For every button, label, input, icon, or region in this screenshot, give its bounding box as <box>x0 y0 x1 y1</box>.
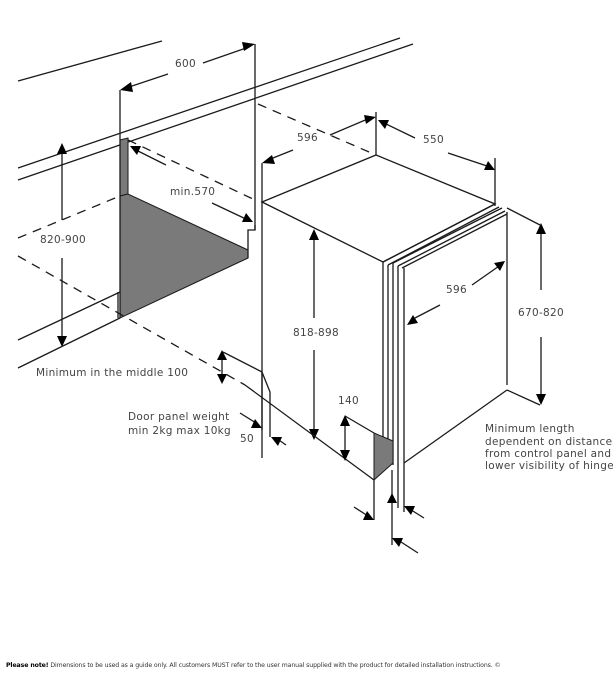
arrow-596-left <box>262 155 275 164</box>
label-596-width: 596 <box>297 132 318 144</box>
plinth-step-right <box>261 371 271 437</box>
floor-dashed-back <box>17 195 121 239</box>
appliance-top-dashed <box>257 103 377 156</box>
arrow-570-left <box>130 146 141 155</box>
arrow-door-left <box>407 315 418 325</box>
arrow-100-down <box>217 374 227 384</box>
dim-600-line-left <box>125 73 169 89</box>
plinth-140-top <box>344 415 375 434</box>
arrow-bottom-4 <box>392 538 403 547</box>
label-550: 550 <box>423 134 444 146</box>
wall-cabinet-edge <box>17 40 163 82</box>
arrow-818-up <box>309 229 319 240</box>
label-670-820: 670-820 <box>518 307 564 319</box>
dim-670-bottom-ext <box>506 389 541 406</box>
arrow-570-right <box>242 213 253 222</box>
arrow-door-right <box>494 261 505 271</box>
floor-front-line <box>244 384 375 481</box>
dim-570-line-left <box>135 149 167 166</box>
label-600: 600 <box>175 58 196 70</box>
label-door-weight-1: Door panel weight <box>128 411 230 423</box>
arrow-818-down <box>309 429 319 440</box>
label-door-weight-2: min 2kg max 10kg <box>128 425 231 437</box>
door-bottom-edge <box>403 389 508 464</box>
plinth-line-top <box>17 291 121 341</box>
label-818-898: 818-898 <box>293 327 339 339</box>
dim-bottom-line-4 <box>397 539 419 554</box>
arrow-50-right <box>271 437 282 446</box>
label-50: 50 <box>240 433 254 445</box>
arrow-550-right <box>484 161 495 170</box>
dim-door-line-left <box>414 304 441 319</box>
arrow-50-left <box>251 419 262 428</box>
door-edge-3 <box>392 207 503 264</box>
arrow-600-left <box>120 82 133 92</box>
footer-emphasis: Please note! <box>6 662 49 669</box>
arrow-bottom-3 <box>404 506 415 515</box>
dim-550-line-left <box>381 121 416 139</box>
cavity-floor <box>119 193 249 319</box>
arrow-550-left <box>378 120 389 129</box>
door-edge-1 <box>382 203 496 263</box>
arrow-596-right <box>364 115 376 124</box>
arrow-600-right <box>242 42 255 51</box>
dim-670-top-ext <box>506 207 541 226</box>
arrow-100-up <box>217 350 227 360</box>
worktop-edge-top <box>17 37 401 169</box>
label-596-door: 596 <box>446 284 467 296</box>
label-140: 140 <box>338 395 359 407</box>
dim-570-line-right <box>211 202 249 221</box>
floor-dashed-front <box>17 255 246 386</box>
plinth-top-left <box>222 351 263 373</box>
dim-600-line-right <box>202 46 250 64</box>
door-edge-4 <box>397 210 506 267</box>
cavity-top-dashed <box>127 139 256 201</box>
dim-50-line-left <box>239 412 257 424</box>
footer-text: Dimensions to be used as a guide only. A… <box>50 662 501 669</box>
cavity-left-wall <box>119 137 129 197</box>
label-820-900: 820-900 <box>40 234 86 246</box>
worktop-edge-bottom <box>17 43 414 181</box>
door-edge-5 <box>401 213 508 269</box>
dim-550-line-right <box>447 152 491 168</box>
appliance-top <box>260 154 497 263</box>
label-min-length-2: dependent on distance <box>485 436 612 448</box>
label-min-length-1: Minimum length <box>485 423 575 435</box>
plinth-line-bottom <box>17 317 121 369</box>
door-edge-2 <box>387 206 500 266</box>
arrow-bottom-1 <box>363 511 374 520</box>
arrow-bottom-2 <box>387 493 397 503</box>
arrow-670-down <box>536 394 546 405</box>
cavity-back-step <box>247 225 256 258</box>
footer-note: Please note! Dimensions to be used as a … <box>6 662 501 669</box>
arrow-670-up <box>536 223 546 234</box>
plinth-shaded <box>373 432 394 482</box>
label-min-length-3: from control panel and <box>485 448 611 460</box>
label-plinth-middle: Minimum in the middle 100 <box>36 367 188 379</box>
arrow-140-down <box>340 450 350 461</box>
label-min-length-4: lower visibility of hinges <box>485 460 613 472</box>
label-min-570: min.570 <box>170 186 215 198</box>
dim-596-line-right <box>329 117 371 136</box>
arrow-140-up <box>340 415 350 426</box>
dim-door-line-right <box>471 263 503 286</box>
arrow-820-up <box>57 143 67 154</box>
arrow-820-down <box>57 336 67 347</box>
